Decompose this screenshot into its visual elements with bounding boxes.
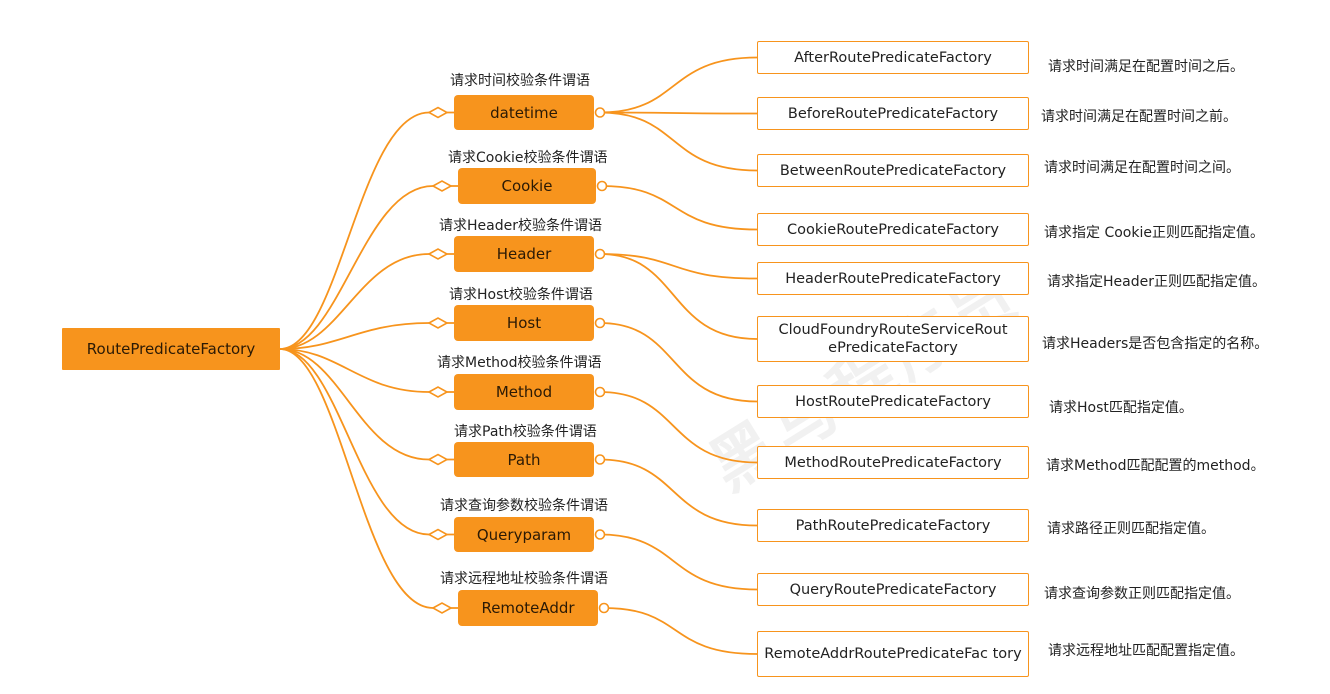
branch-diamond-marker xyxy=(427,528,449,541)
leaf-connector xyxy=(599,111,758,115)
branch-node-queryparam[interactable]: Queryparam xyxy=(454,517,594,552)
branch-diamond-marker xyxy=(427,453,449,466)
branch-circle-marker xyxy=(594,529,606,540)
root-branch-connector xyxy=(279,185,458,350)
leaf-node[interactable]: HeaderRoutePredicateFactory xyxy=(757,262,1029,295)
branch-node-remoteaddr[interactable]: RemoteAddr xyxy=(458,590,598,626)
branch-circle-marker xyxy=(594,248,606,260)
branch-node-method[interactable]: Method xyxy=(454,374,594,410)
leaf-description: 请求时间满足在配置时间之前。 xyxy=(1041,109,1237,125)
branch-diamond-marker xyxy=(431,602,453,614)
branch-circle-marker xyxy=(594,386,606,398)
branch-caption: 请求Host校验条件谓语 xyxy=(449,287,593,303)
leaf-node[interactable]: CookieRoutePredicateFactory xyxy=(757,213,1029,246)
leaf-node[interactable]: PathRoutePredicateFactory xyxy=(757,509,1029,542)
branch-caption: 请求Path校验条件谓语 xyxy=(454,424,597,440)
branch-diamond-marker xyxy=(427,317,449,329)
branch-circle-marker xyxy=(594,454,606,465)
leaf-connector xyxy=(599,111,758,172)
leaf-connector xyxy=(603,607,758,655)
leaf-connector xyxy=(599,458,758,527)
branch-circle-marker xyxy=(594,317,606,329)
root-branch-connector xyxy=(279,322,454,350)
leaf-node[interactable]: BeforeRoutePredicateFactory xyxy=(757,97,1029,130)
leaf-connector xyxy=(599,533,758,591)
leaf-connector xyxy=(599,253,758,340)
branch-diamond-marker xyxy=(427,248,449,260)
leaf-node[interactable]: HostRoutePredicateFactory xyxy=(757,385,1029,418)
leaf-description: 请求时间满足在配置时间之后。 xyxy=(1048,59,1244,75)
leaf-node[interactable]: AfterRoutePredicateFactory xyxy=(757,41,1029,74)
leaf-node[interactable]: RemoteAddrRoutePredicateFac tory xyxy=(757,631,1029,677)
leaf-node[interactable]: BetweenRoutePredicateFactory xyxy=(757,154,1029,187)
leaf-connector xyxy=(599,322,758,403)
branch-diamond-marker xyxy=(431,180,453,192)
branch-circle-marker xyxy=(598,602,610,614)
leaf-node[interactable]: QueryRoutePredicateFactory xyxy=(757,573,1029,606)
branch-diamond-marker xyxy=(427,386,449,398)
leaf-description: 请求指定 Cookie正则匹配指定值。 xyxy=(1044,225,1264,241)
leaf-connector xyxy=(601,185,758,231)
branch-node-datetime[interactable]: datetime xyxy=(454,95,594,130)
root-branch-connector xyxy=(279,348,458,609)
root-node[interactable]: RoutePredicateFactory xyxy=(62,328,280,370)
branch-node-cookie[interactable]: Cookie xyxy=(458,168,596,204)
leaf-connector xyxy=(599,391,758,464)
branch-node-path[interactable]: Path xyxy=(454,442,594,477)
leaf-connector xyxy=(599,56,758,114)
branch-caption: 请求时间校验条件谓语 xyxy=(450,73,590,89)
branch-caption: 请求查询参数校验条件谓语 xyxy=(440,498,608,514)
branch-node-header[interactable]: Header xyxy=(454,236,594,272)
leaf-node[interactable]: CloudFoundryRouteServiceRout ePredicateF… xyxy=(757,316,1029,362)
branch-caption: 请求Method校验条件谓语 xyxy=(437,355,602,371)
branch-caption: 请求Header校验条件谓语 xyxy=(439,218,602,234)
root-branch-connector xyxy=(279,348,454,536)
leaf-description: 请求Host匹配指定值。 xyxy=(1049,400,1193,416)
root-branch-connector xyxy=(279,253,454,350)
branch-diamond-marker xyxy=(427,106,449,119)
branch-circle-marker xyxy=(596,180,608,192)
root-branch-connector xyxy=(279,111,454,350)
leaf-description: 请求Headers是否包含指定的名称。 xyxy=(1042,336,1269,352)
branch-node-host[interactable]: Host xyxy=(454,305,594,341)
branch-caption: 请求远程地址校验条件谓语 xyxy=(440,571,608,587)
leaf-description: 请求时间满足在配置时间之间。 xyxy=(1044,160,1240,176)
branch-circle-marker xyxy=(594,107,606,118)
leaf-node[interactable]: MethodRoutePredicateFactory xyxy=(757,446,1029,479)
root-branch-connector xyxy=(279,348,454,461)
root-branch-connector xyxy=(279,348,454,393)
leaf-description: 请求指定Header正则匹配指定值。 xyxy=(1047,274,1266,290)
leaf-description: 请求查询参数正则匹配指定值。 xyxy=(1044,586,1240,602)
leaf-description: 请求路径正则匹配指定值。 xyxy=(1047,521,1215,537)
branch-caption: 请求Cookie校验条件谓语 xyxy=(448,150,608,166)
leaf-description: 请求远程地址匹配配置指定值。 xyxy=(1048,643,1244,659)
leaf-connector xyxy=(599,253,758,280)
leaf-description: 请求Method匹配配置的method。 xyxy=(1046,458,1265,474)
